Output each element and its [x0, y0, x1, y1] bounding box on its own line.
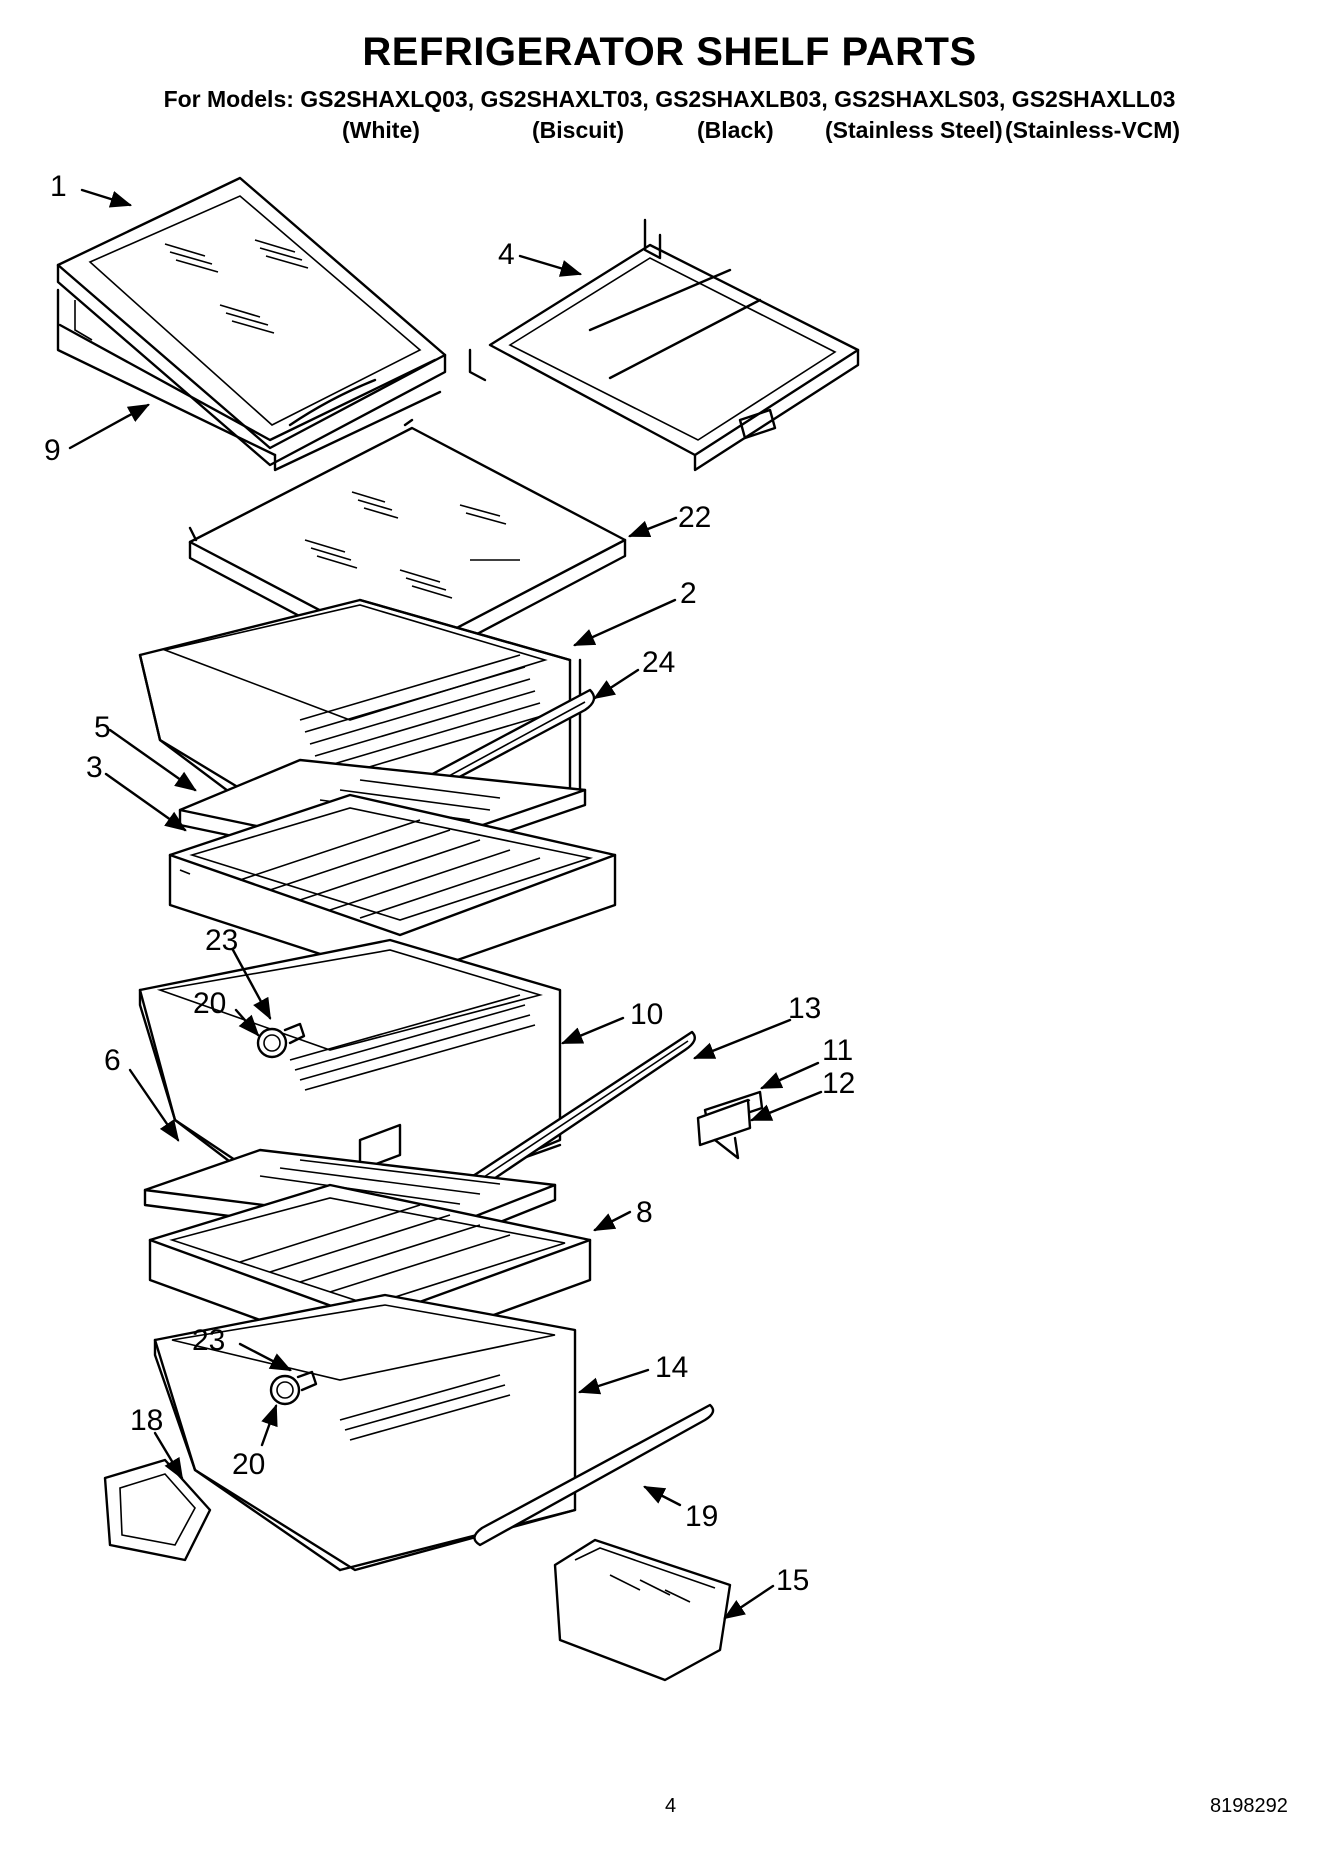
- part-15-bin: [553, 1538, 732, 1682]
- callout-8: 8: [636, 1196, 653, 1229]
- part-18-label: [103, 1458, 212, 1562]
- part-14-bottom-drawer: [153, 1293, 577, 1572]
- callout-12: 12: [822, 1067, 855, 1100]
- callout-6: 6: [104, 1044, 121, 1077]
- callout-14: 14: [655, 1351, 688, 1384]
- callout-15: 15: [776, 1564, 809, 1597]
- page-number: 4: [665, 1795, 677, 1817]
- callout-24: 24: [642, 646, 675, 679]
- callout-11: 11: [822, 1034, 853, 1067]
- finish-stainless-steel: (Stainless Steel): [825, 117, 1003, 143]
- callout-18: 18: [130, 1404, 163, 1437]
- callout-19: 19: [685, 1500, 718, 1533]
- models-line: For Models: GS2SHAXLQ03, GS2SHAXLT03, GS…: [163, 86, 1176, 112]
- part-8-drawer-cover: [148, 1183, 592, 1362]
- callout-23b: 23: [192, 1324, 225, 1357]
- part-4-frame-shelf: [468, 218, 860, 472]
- callout-23a: 23: [205, 924, 238, 957]
- part-19-rail: [473, 1403, 715, 1547]
- callout-5: 5: [94, 711, 111, 744]
- finish-white: (White): [342, 117, 420, 143]
- part-9-shelf-frame: [56, 288, 442, 472]
- finish-biscuit: (Biscuit): [532, 117, 624, 143]
- part-1-glass-shelf: [56, 176, 447, 467]
- callout-13: 13: [788, 992, 821, 1025]
- page-title: REFRIGERATOR SHELF PARTS: [362, 30, 977, 74]
- callout-1: 1: [50, 170, 67, 203]
- callout-20a: 20: [193, 987, 226, 1020]
- callout-2: 2: [680, 577, 697, 610]
- callout-3: 3: [86, 751, 103, 784]
- finish-black: (Black): [697, 117, 774, 143]
- callout-10: 10: [630, 998, 663, 1031]
- part-12-clip: [696, 1098, 752, 1160]
- callout-4: 4: [498, 238, 515, 271]
- callout-22: 22: [678, 501, 711, 534]
- callout-9: 9: [44, 434, 61, 467]
- callout-20b: 20: [232, 1448, 265, 1481]
- finish-stainless-vcm: (Stainless-VCM): [1005, 117, 1181, 143]
- document-number: 8198292: [1210, 1795, 1288, 1817]
